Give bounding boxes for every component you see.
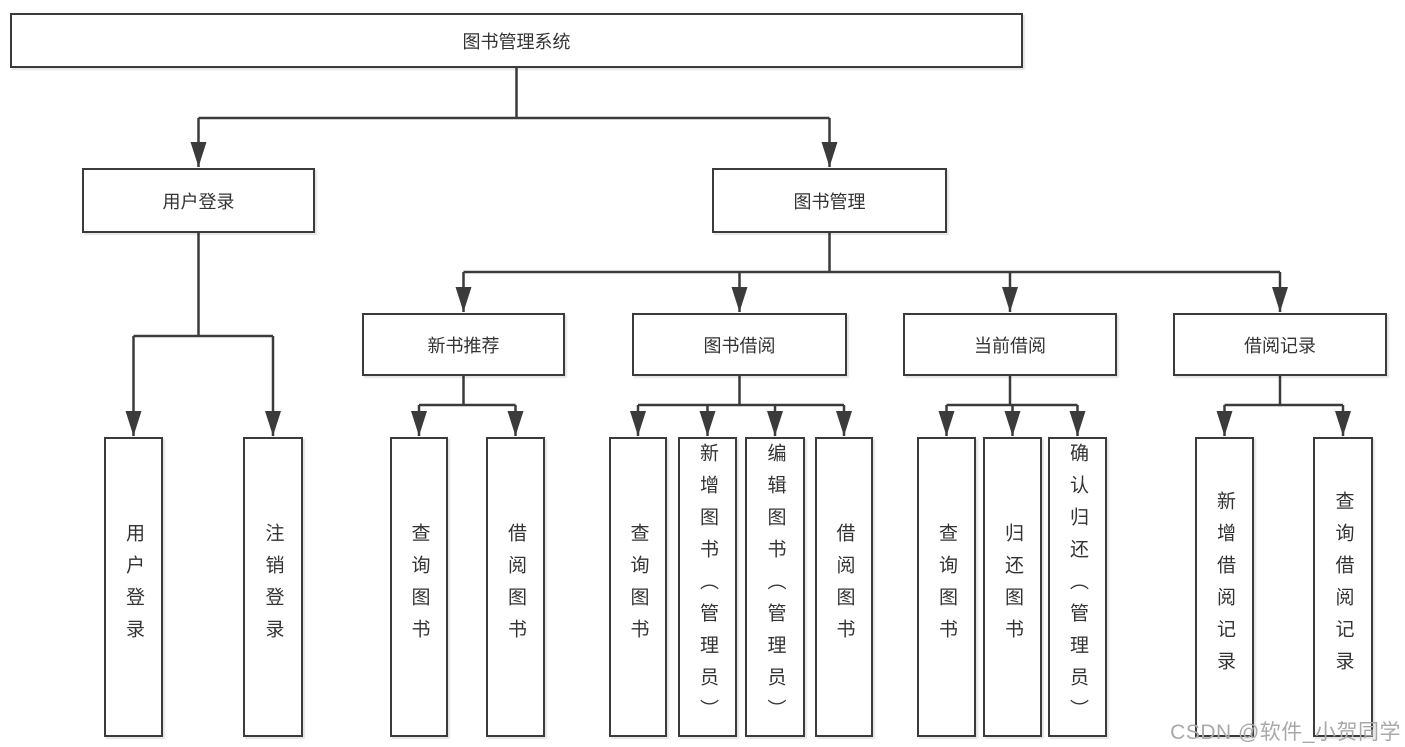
node-label: 借阅图书 [833, 523, 855, 651]
leaf-borrow-books: 借阅图书 [815, 437, 873, 737]
leaf-query-books-recommend: 查询图书 [390, 437, 448, 737]
node-label: 用户登录 [123, 523, 144, 651]
leaf-query-borrow-record: 查询借阅记录 [1313, 437, 1373, 737]
node-label: 用户登录 [162, 191, 235, 212]
leaf-add-borrow-record: 新增借阅记录 [1195, 437, 1254, 737]
leaf-add-books-admin: 新增图书（管理员） [678, 437, 737, 737]
node-new-book-recommend: 新书推荐 [362, 313, 565, 376]
node-label: 图书管理 [793, 191, 866, 212]
node-label: 确认归还（管理员） [1067, 443, 1088, 731]
node-label: 借阅记录 [1244, 335, 1316, 356]
node-label: 新增借阅记录 [1214, 491, 1235, 683]
node-label: 新增图书（管理员） [697, 443, 718, 731]
leaf-query-books-current: 查询图书 [917, 437, 976, 737]
node-label: 图书管理系统 [462, 31, 571, 52]
node-book-management: 图书管理 [712, 168, 947, 233]
node-label: 编辑图书（管理员） [764, 443, 786, 731]
node-label: 当前借阅 [974, 335, 1046, 356]
node-current-borrowing: 当前借阅 [903, 313, 1117, 376]
csdn-watermark: CSDN @软件_小贺同学 [1170, 721, 1401, 744]
leaf-borrow-books-recommend: 借阅图书 [486, 437, 545, 737]
leaf-query-books-borrow: 查询图书 [609, 437, 667, 737]
node-user-login-branch: 用户登录 [82, 168, 315, 233]
node-label: 图书借阅 [703, 335, 776, 356]
node-label: 查询图书 [627, 523, 649, 651]
leaf-confirm-return-admin: 确认归还（管理员） [1048, 437, 1107, 737]
node-label: 借阅图书 [505, 523, 526, 651]
node-label: 新书推荐 [427, 335, 500, 356]
node-book-borrowing: 图书借阅 [632, 313, 847, 376]
node-label: 查询图书 [936, 523, 957, 651]
leaf-edit-books-admin: 编辑图书（管理员） [745, 437, 805, 737]
node-borrow-records: 借阅记录 [1173, 313, 1387, 376]
leaf-logout: 注销登录 [243, 437, 303, 737]
node-library-system: 图书管理系统 [10, 13, 1023, 68]
leaf-return-books: 归还图书 [983, 437, 1042, 737]
node-label: 归还图书 [1002, 523, 1023, 651]
node-label: 查询借阅记录 [1332, 491, 1354, 683]
node-label: 查询图书 [408, 523, 430, 651]
node-label: 注销登录 [262, 523, 284, 651]
leaf-user-login: 用户登录 [104, 437, 163, 737]
